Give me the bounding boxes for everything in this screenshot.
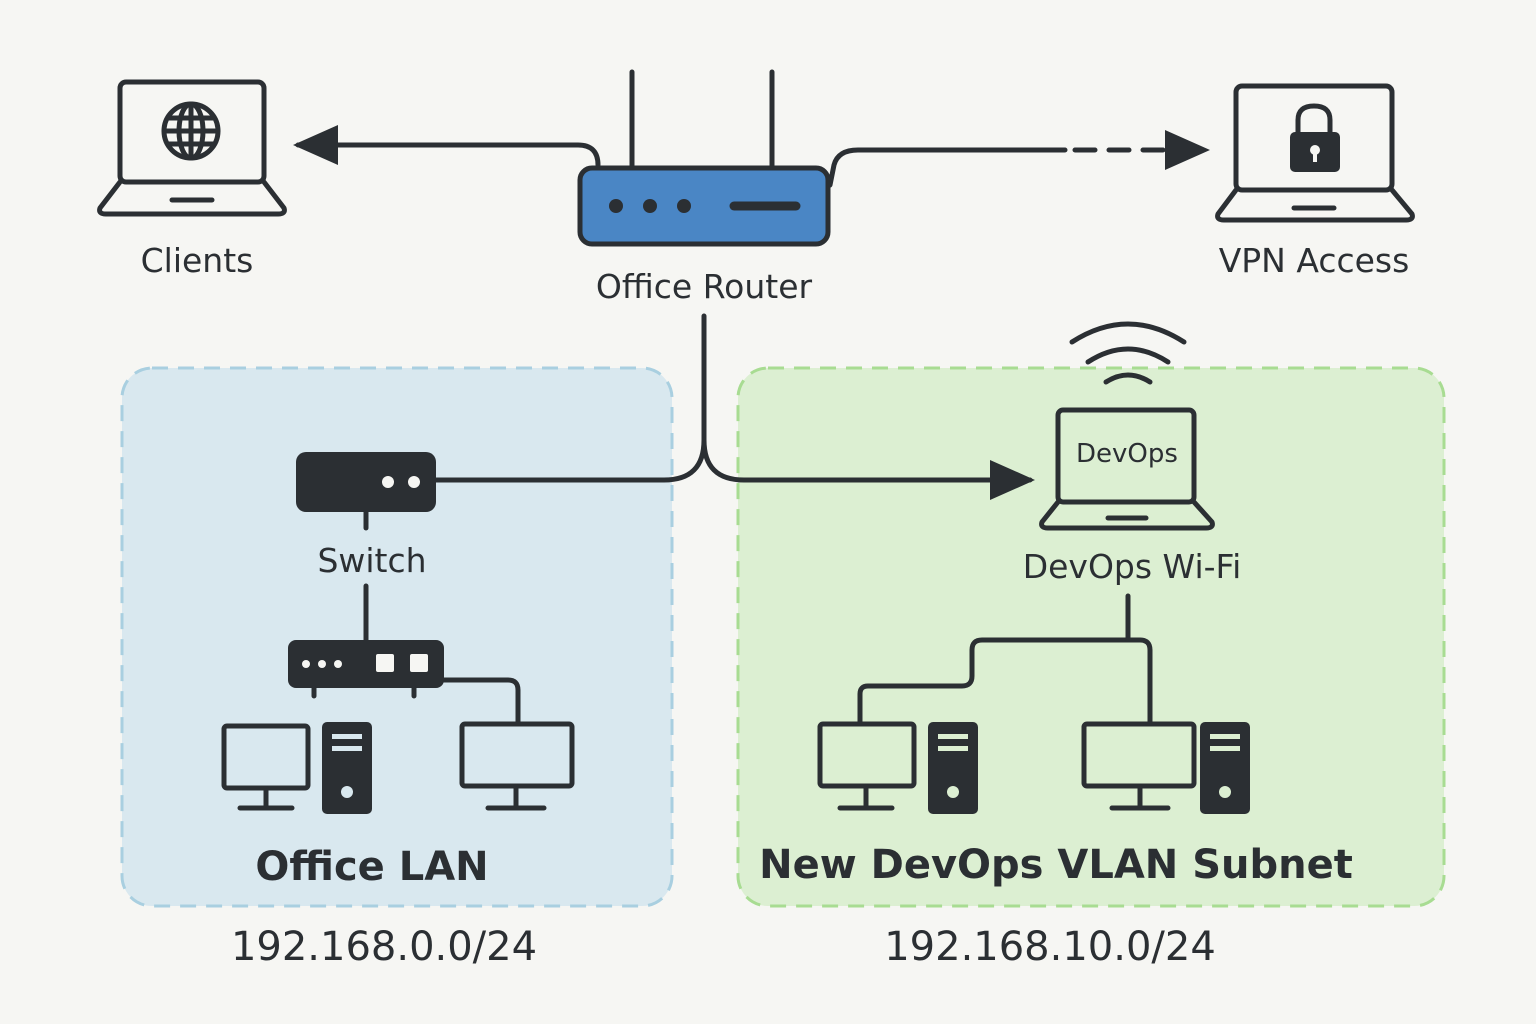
- switch-icon: [296, 452, 436, 512]
- access-switch-icon: [288, 640, 444, 699]
- connection-lines: [293, 125, 1210, 725]
- devops-screen-text: DevOps: [1076, 439, 1178, 469]
- office-monitor-icon: [221, 723, 311, 811]
- office-tower-icon: [322, 722, 372, 814]
- devops-monitor-2-icon: [1081, 721, 1197, 811]
- vpn-label: VPN Access: [1219, 241, 1410, 280]
- office-lan-subnet: 192.168.0.0/24: [231, 924, 537, 970]
- devops-tower-2-icon: [1200, 722, 1250, 814]
- router-body: [577, 165, 831, 247]
- devops-vlan-label: New DevOps VLAN Subnet: [759, 842, 1353, 888]
- devops-laptop-icon: [1039, 407, 1215, 531]
- office-lan-zone: [120, 366, 674, 908]
- office-lan-label: Office LAN: [255, 844, 488, 890]
- office-monitor-2-icon: [459, 721, 575, 811]
- devops-wifi-label: DevOps Wi-Fi: [1023, 547, 1242, 586]
- vpn-laptop-icon: [1215, 83, 1415, 223]
- devops-tower-1-icon: [928, 722, 978, 814]
- clients-laptop-icon: [97, 79, 287, 217]
- switch-label: Switch: [317, 541, 426, 580]
- devops-monitor-1-icon: [817, 721, 917, 811]
- router-label: Office Router: [596, 267, 813, 306]
- globe-icon: [161, 101, 221, 161]
- router-icon: [577, 69, 831, 247]
- clients-label: Clients: [141, 241, 254, 280]
- lock-icon: [1290, 103, 1340, 172]
- devops-vlan-subnet: 192.168.10.0/24: [884, 924, 1216, 970]
- wifi-icon: [1069, 321, 1187, 385]
